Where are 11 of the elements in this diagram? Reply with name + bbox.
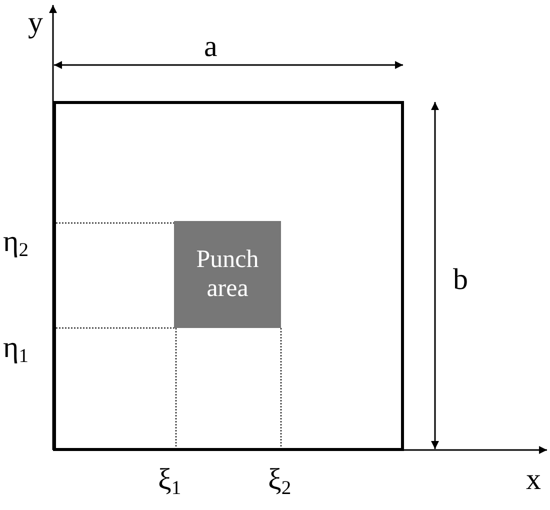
area-label: Punch area [195, 246, 260, 304]
plate-outline [53, 101, 404, 451]
coordinate-label: η$_{2}$ [3, 227, 28, 260]
punch-area-rect [174, 221, 281, 328]
dimension-label: b [453, 265, 468, 295]
axis-label: y [28, 8, 43, 38]
coordinate-label: ξ$_{1}$ [158, 465, 182, 498]
dimension-label: a [204, 32, 218, 62]
coordinate-label: η$_{1}$ [3, 333, 28, 366]
coordinate-label: ξ$_{2}$ [268, 465, 292, 498]
axis-label: x [526, 465, 541, 495]
